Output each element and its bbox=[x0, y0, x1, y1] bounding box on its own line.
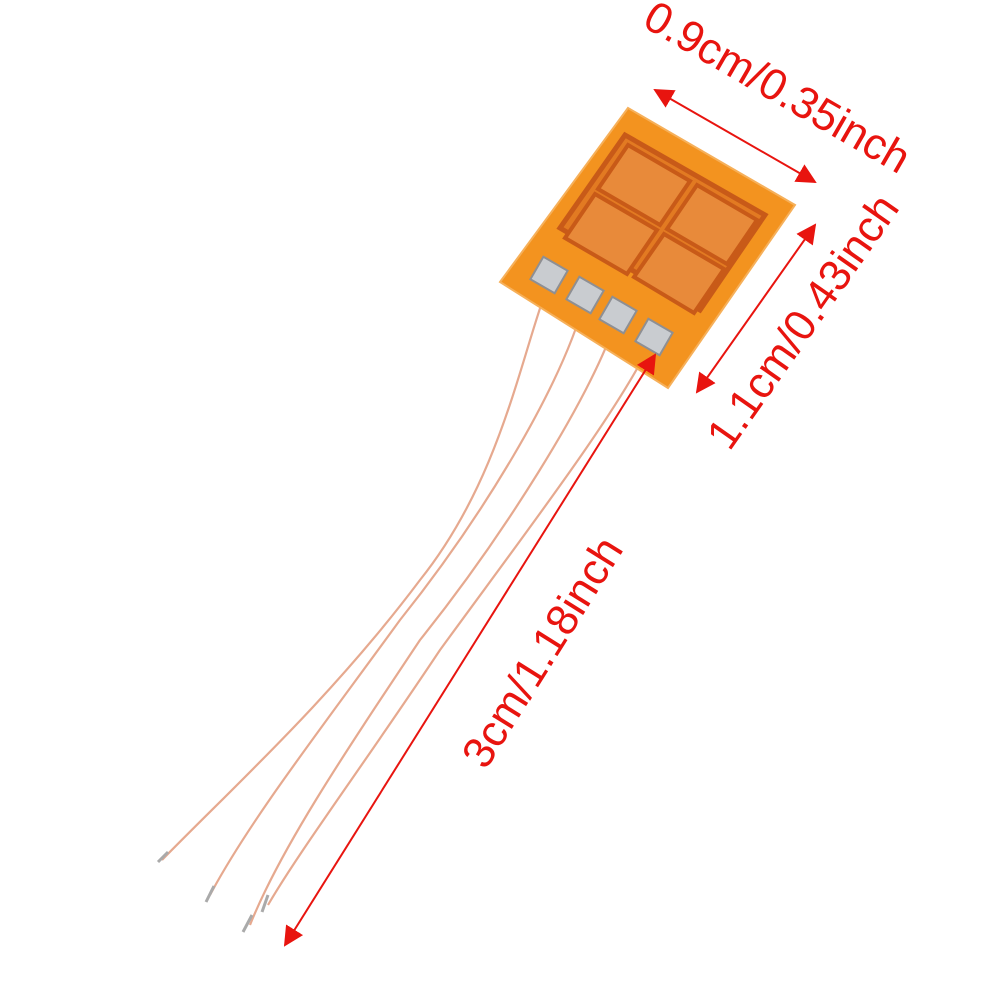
lead-wire bbox=[209, 299, 587, 896]
solder-tabs bbox=[529, 255, 674, 357]
lead-length-label: 3cm/1.18inch bbox=[453, 528, 633, 776]
lead-wire bbox=[267, 339, 654, 906]
dimension-arrows bbox=[283, 89, 817, 947]
strain-gauge-sensor bbox=[498, 106, 797, 390]
wire-tips bbox=[156, 850, 270, 933]
